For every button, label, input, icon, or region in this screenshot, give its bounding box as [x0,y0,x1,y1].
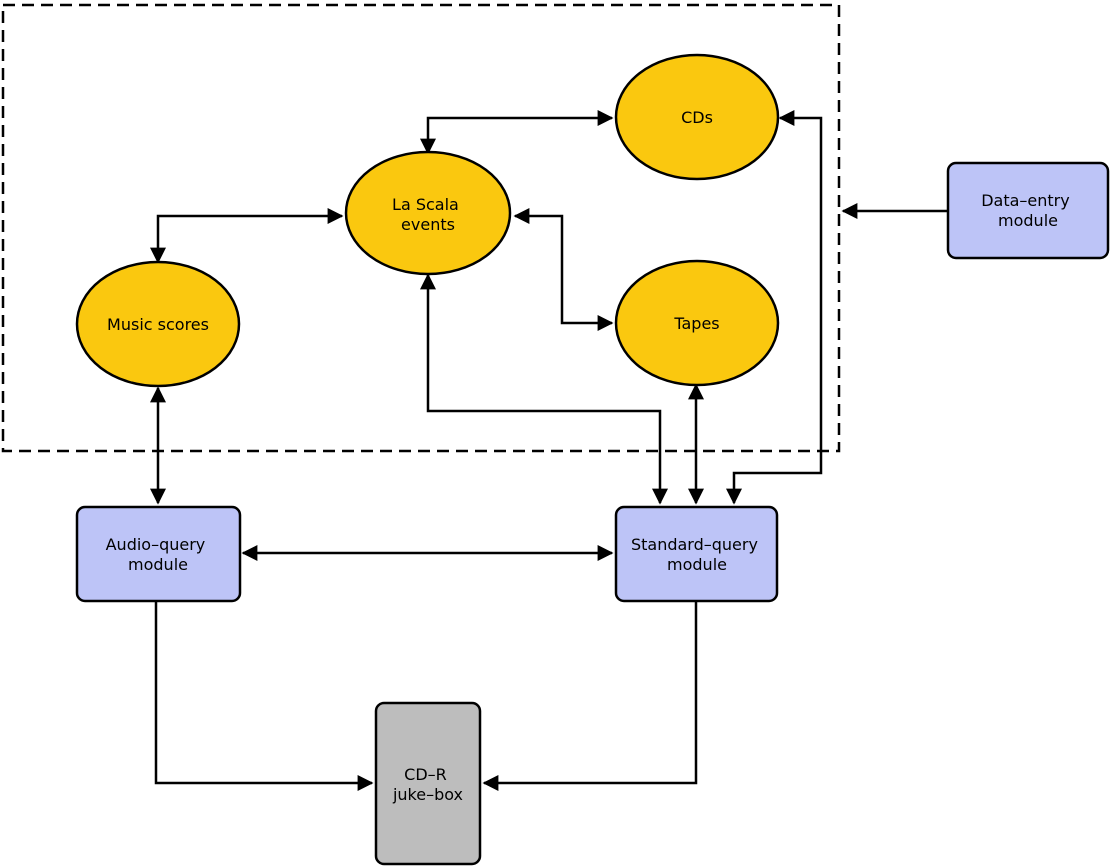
node-la-scala-events: La Scala events [344,150,512,276]
svg-text:Tapes: Tapes [673,314,719,333]
la-scala-events-label-line1: La Scala [392,195,459,214]
edge-lascala-standardquery [420,273,668,505]
svg-text:Standard–query module: Standard–query module [631,535,763,574]
edge-musicscores-lascala [150,208,344,264]
node-cds: CDs [614,53,780,181]
data-entry-module-label-line2: module [998,211,1058,230]
svg-text:Data–entry module: Data–entry module [981,191,1075,230]
music-scores-label: Music scores [107,315,209,334]
edge-standardquery-jukebox [482,601,698,791]
svg-text:CD–R juke–box: CD–R juke–box [392,765,463,804]
edge-lascala-cds [420,110,614,155]
la-scala-events-label-line2: events [401,215,455,234]
node-tapes: Tapes [614,259,780,387]
node-audio-query-module: Audio–query module [75,505,242,603]
edge-standardquery-cds [726,110,823,505]
svg-text:Music scores: Music scores [107,315,209,334]
standard-query-module-shape [614,505,779,603]
tapes-label: Tapes [673,314,719,333]
cd-r-jukebox-label-line2: juke–box [392,785,463,804]
audio-query-module-shape [75,505,242,603]
cds-label: CDs [681,108,713,127]
svg-text:CDs: CDs [681,108,713,127]
la-scala-events-shape [344,150,512,276]
node-cd-r-jukebox: CD–R juke–box [374,701,482,866]
audio-query-module-label-line2: module [128,555,188,574]
standard-query-module-label-line1: Standard–query [631,535,758,554]
music-scores-shape [75,260,241,388]
cd-r-jukebox-shape [374,701,482,866]
svg-text:La Scala events: La Scala events [392,195,464,234]
cd-r-jukebox-label-line1: CD–R [404,765,447,784]
node-music-scores: Music scores [75,260,241,388]
node-data-entry-module: Data–entry module [946,161,1110,260]
data-entry-module-shape [946,161,1110,260]
cds-shape [614,53,780,181]
standard-query-module-label-line2: module [667,555,727,574]
edge-audioquery-jukebox [154,601,374,791]
node-standard-query-module: Standard–query module [614,505,779,603]
tapes-shape [614,259,780,387]
svg-text:Audio–query module: Audio–query module [106,535,211,574]
data-entry-module-label-line1: Data–entry [981,191,1070,210]
edge-lascala-tapes [513,208,614,331]
audio-query-module-label-line1: Audio–query [106,535,206,554]
